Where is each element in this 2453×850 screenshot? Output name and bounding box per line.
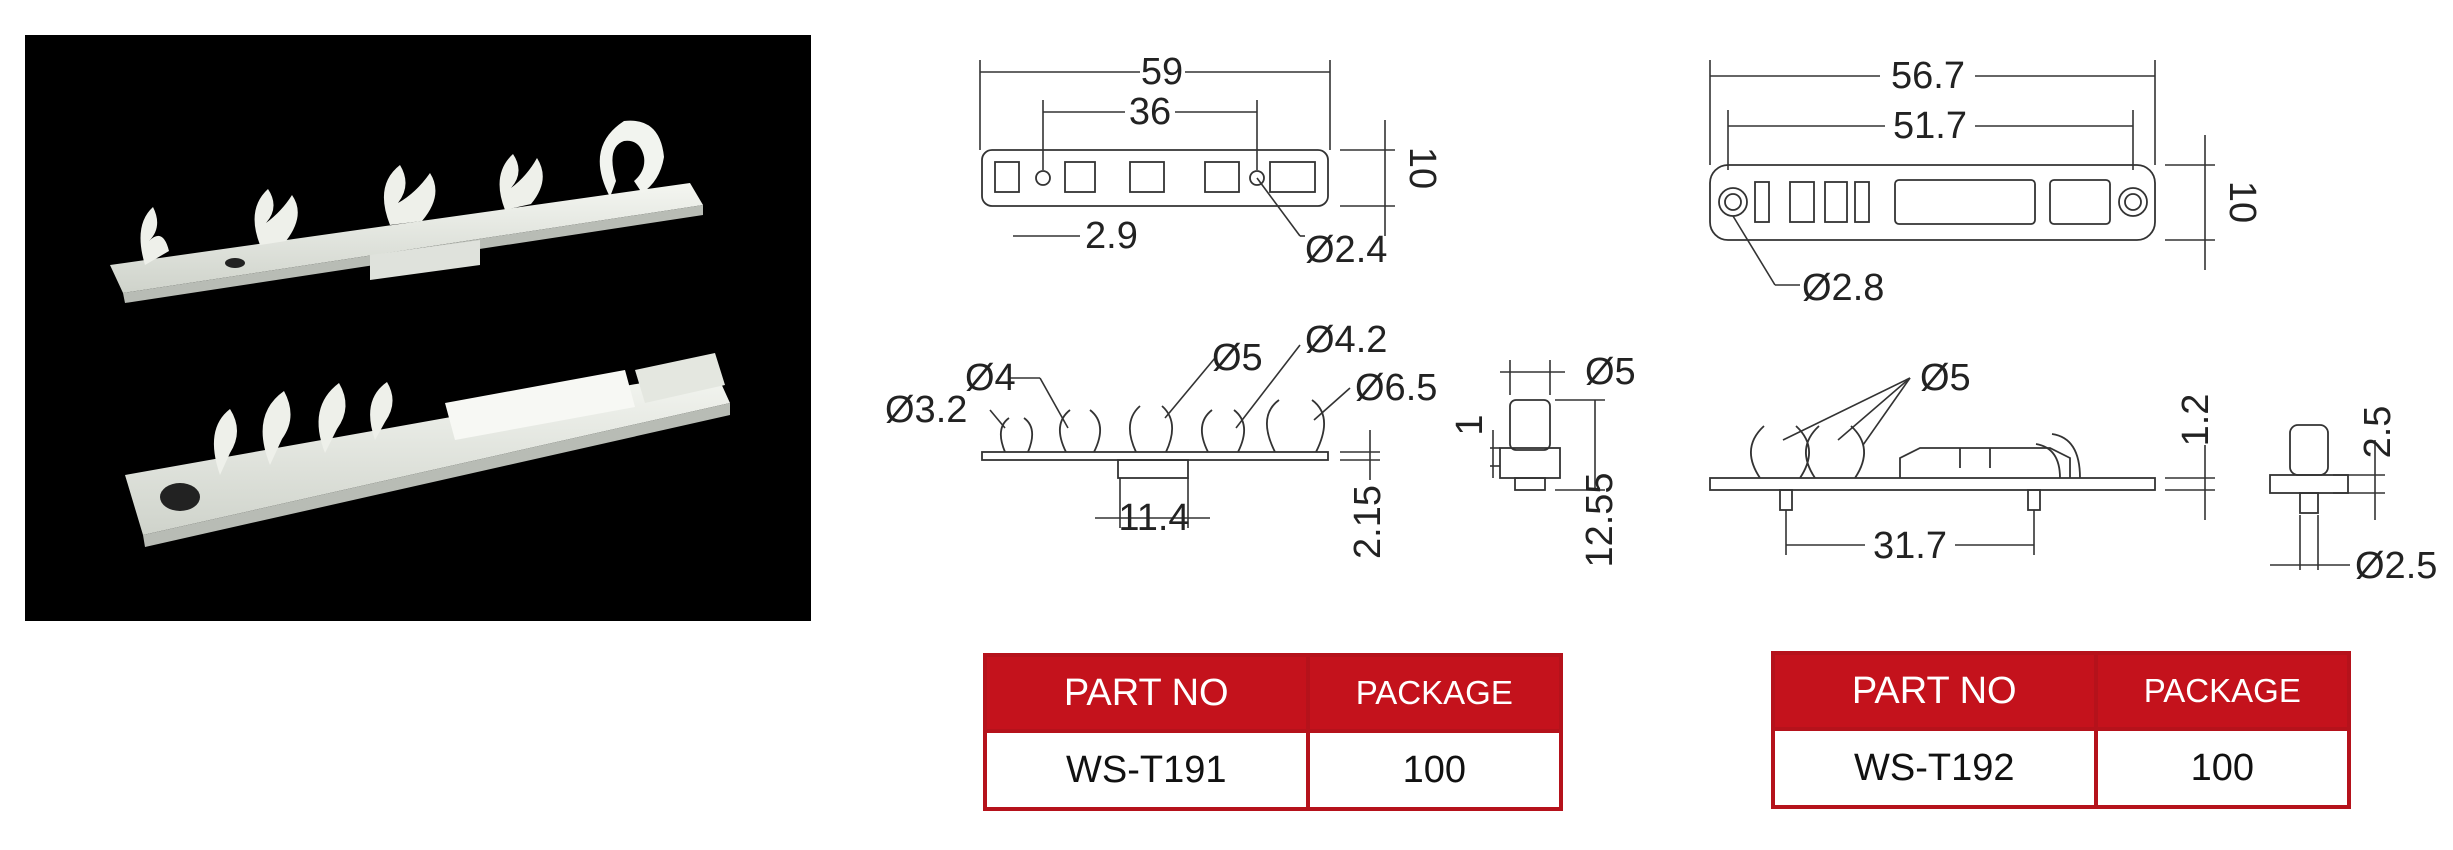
t192-peg-dia: Ø2.5: [2355, 545, 2437, 587]
t191-hole-spacing: 36: [1129, 91, 1171, 133]
t192-thickness: 1.2: [2175, 394, 2217, 447]
technical-drawing-t192: 56.7 51.7 10 Ø2.8: [1709, 55, 2437, 587]
t191-peg-step: 1: [1449, 414, 1491, 435]
t192-hole-dia: Ø2.8: [1802, 267, 1884, 309]
table-row: WS-T192 100: [1773, 727, 2349, 807]
product-photo: [25, 35, 811, 621]
header-part-no: PART NO: [1773, 653, 2098, 729]
t191-clip-2: Ø4: [965, 357, 1016, 399]
t191-hole-offset: 2.9: [1085, 215, 1138, 257]
table-header-row: PART NO PACKAGE: [1773, 653, 2349, 729]
header-part-no: PART NO: [985, 655, 1310, 731]
part-table-t192: PART NO PACKAGE WS-T192 100: [1771, 651, 2351, 809]
t191-peg-dia: Ø5: [1585, 351, 1636, 393]
t191-clip-4: Ø4.2: [1305, 319, 1387, 361]
t191-top-view: 59 36 10 2.9 Ø2.4: [979, 51, 1443, 271]
t192-hole-spacing: 51.7: [1893, 105, 1967, 147]
t191-overall-width: 59: [1141, 51, 1183, 93]
t192-clip-height: 2.5: [2357, 406, 2399, 459]
header-package: PACKAGE: [2095, 653, 2349, 729]
header-package: PACKAGE: [1307, 655, 1561, 731]
t192-clip-dia: Ø5: [1920, 357, 1971, 399]
product-t191-photo: [110, 120, 703, 303]
product-t192-photo: [125, 353, 730, 547]
t192-height: 10: [2221, 181, 2263, 223]
cell-part-no: WS-T192: [1773, 727, 2098, 807]
t191-clip-5: Ø6.5: [1355, 367, 1437, 409]
t191-side-view: 11.4 2.15 Ø3.2 Ø4 Ø5 Ø4.2 Ø6.5: [885, 319, 1437, 559]
cell-package: 100: [2095, 727, 2349, 807]
t191-peg-spacing: 11.4: [1118, 497, 1189, 539]
product-photo-illustration: [110, 120, 730, 547]
t192-end-view: 2.5 Ø2.5: [2269, 406, 2437, 587]
t192-top-view: 56.7 51.7 10 Ø2.8: [1709, 55, 2263, 309]
cell-package: 100: [1307, 729, 1561, 809]
t191-end-view: Ø5 1 12.55: [1449, 351, 1636, 568]
t192-overall-width: 56.7: [1891, 55, 1965, 97]
t191-hole-dia: Ø2.4: [1305, 229, 1387, 271]
t191-clip-1: Ø3.2: [885, 389, 967, 431]
technical-drawing-t191: 59 36 10 2.9 Ø2.4: [885, 51, 1636, 568]
table-row: WS-T191 100: [985, 729, 1561, 809]
t191-total-height: 12.55: [1579, 472, 1621, 567]
t191-height: 10: [1401, 147, 1443, 189]
table-header-row: PART NO PACKAGE: [985, 655, 1561, 731]
t192-side-view: 31.7 Ø5 1.2: [1709, 357, 2217, 567]
drawing-ws-t191: 59 36 10 2.9 Ø2.4: [0, 0, 1636, 600]
part-table-t191: PART NO PACKAGE WS-T191 100: [983, 653, 1563, 811]
cell-part-no: WS-T191: [985, 729, 1310, 809]
t191-clip-3: Ø5: [1212, 337, 1263, 379]
drawing-ws-t192: 56.7 51.7 10 Ø2.8: [1709, 55, 2437, 587]
t191-thickness: 2.15: [1347, 485, 1389, 559]
t192-peg-spacing: 31.7: [1873, 525, 1947, 567]
